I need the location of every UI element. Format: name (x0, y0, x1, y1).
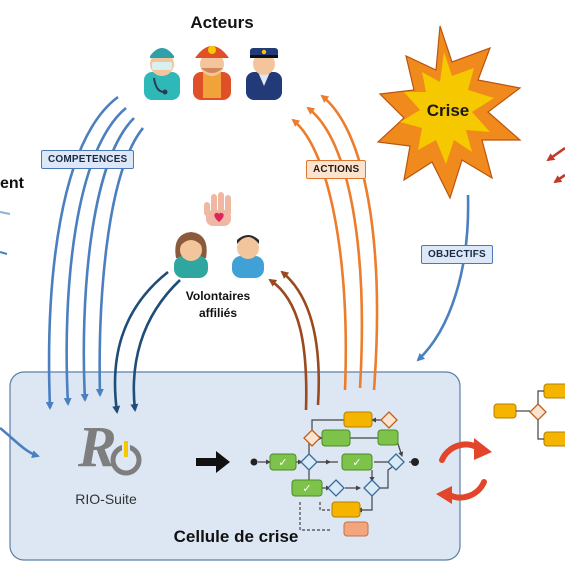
rio-label: RIO-Suite (75, 491, 137, 507)
hand-heart-icon (204, 192, 231, 226)
svg-text:✓: ✓ (278, 456, 287, 469)
right-arrow-icon (196, 451, 230, 473)
volunteer-feedback-arrows (268, 270, 321, 411)
volunteer-arrows (112, 270, 181, 414)
doctor-icon (144, 48, 180, 100)
actions-arrows (291, 94, 379, 391)
left-cut-arrow-1 (0, 211, 11, 215)
left-cut-arrow-2 (0, 251, 8, 255)
competences-arrows (45, 95, 145, 410)
right-process-diagram (493, 383, 565, 447)
svg-text:R: R (77, 414, 117, 479)
left-cut-label: ent (0, 175, 25, 192)
process-diagram: ✓ ✓ ✓ (250, 411, 419, 537)
volunteers-title-line1: Volontaires (186, 289, 251, 303)
actors-title: Acteurs (190, 13, 253, 32)
man-icon (232, 235, 264, 278)
cell-label: Cellule de crise (174, 527, 299, 546)
left-inflow-arrow (0, 426, 40, 459)
actions-label: ACTIONS (306, 160, 367, 179)
objectifs-arrow (416, 194, 470, 362)
woman-icon (174, 232, 208, 278)
objectifs-label: OBJECTIFS (421, 245, 493, 264)
volunteers-title-line2: affiliés (199, 306, 237, 320)
red-arrows (546, 146, 565, 184)
firefighter-icon (193, 46, 231, 100)
police-icon (246, 48, 282, 100)
explosion-icon (376, 25, 522, 200)
svg-text:✓: ✓ (352, 456, 361, 469)
svg-text:✓: ✓ (302, 482, 311, 495)
crisis-label: Crise (427, 101, 470, 120)
rio-logo-icon: R (77, 414, 142, 479)
competences-label: COMPETENCES (41, 150, 135, 169)
